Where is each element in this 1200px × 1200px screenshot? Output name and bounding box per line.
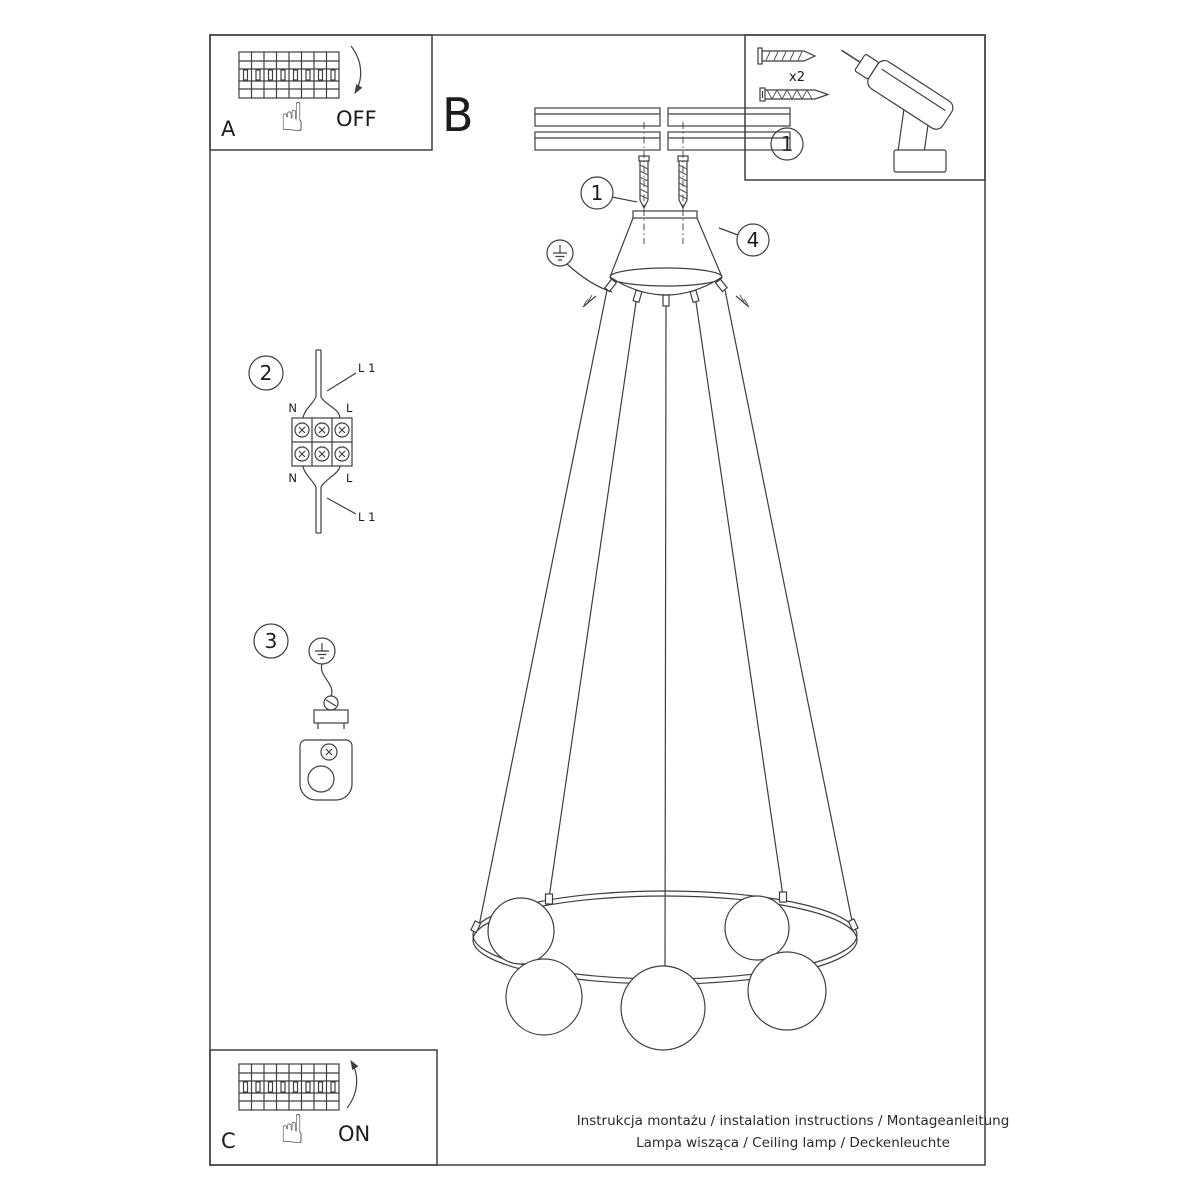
ground-wire — [320, 663, 333, 697]
panel-a-label: A — [221, 117, 236, 141]
glass-ball — [620, 965, 706, 1051]
panel-c-box — [209, 1049, 438, 1166]
canopy — [582, 210, 750, 308]
wire-label-l-bottom: L — [346, 471, 353, 485]
terminal-screw — [294, 422, 350, 462]
callout-4-number: 4 — [747, 228, 760, 252]
glass-ball — [505, 958, 583, 1036]
hand-icon: ☝ — [280, 1107, 304, 1153]
callout-4-badge — [736, 223, 770, 257]
ground-circle-icon — [308, 637, 336, 665]
callout-1-number: 1 — [591, 181, 604, 205]
callout-1-badge — [580, 176, 614, 210]
breaker-panel-icon — [238, 51, 340, 99]
hand-icon: ☝ — [280, 95, 304, 141]
step-2-number: 2 — [260, 361, 273, 385]
main-figure: 1 — [470, 107, 859, 1051]
anchor-qty-label: x2 — [789, 70, 805, 85]
callout-1-leader — [611, 196, 638, 203]
wire-label-l1-bottom: L 1 — [358, 510, 375, 524]
on-arrow-icon — [346, 1059, 359, 1109]
step-3-badge — [253, 623, 289, 659]
panel-a: ☝ OFF A — [209, 34, 433, 151]
cable-glands — [604, 278, 728, 307]
panel-c-label: C — [221, 1129, 236, 1153]
footer-line2: Lampa wisząca / Ceiling lamp / Deckenleu… — [636, 1135, 950, 1151]
wire-label-n-top: N — [288, 401, 297, 415]
ceiling-boards — [534, 107, 791, 151]
wire-leader — [326, 372, 357, 392]
drill-icon — [841, 49, 954, 173]
footer-line1: Instrukcja montażu / instalation instruc… — [577, 1113, 1010, 1129]
panel-c: ☝ ON C — [209, 1049, 438, 1166]
glass-ball — [487, 897, 555, 965]
off-arrow-icon — [350, 45, 363, 95]
breaker-panel-icon — [238, 1063, 340, 1111]
step-2-badge — [248, 355, 284, 391]
power-cable-bottom — [302, 465, 341, 534]
step-3-number: 3 — [265, 629, 278, 653]
wire-label-l1-top: L 1 — [358, 361, 375, 375]
canopy-screw-icon — [735, 294, 750, 308]
glass-balls — [487, 895, 827, 1051]
glass-ball — [724, 895, 790, 961]
panel-a-box — [209, 34, 433, 151]
canopy-screw-icon — [582, 294, 597, 308]
power-cable-top — [302, 349, 341, 419]
wall-plug-icon — [757, 47, 817, 65]
callout-4-leader — [718, 227, 739, 236]
wire-label-n-bottom: N — [288, 471, 297, 485]
suspension-cables — [478, 289, 854, 977]
glass-ball — [747, 951, 827, 1031]
step-b-label: B — [442, 88, 474, 142]
on-label: ON — [338, 1122, 370, 1146]
wire-leader — [326, 497, 357, 515]
off-label: OFF — [336, 107, 377, 131]
screw-icon — [759, 87, 830, 102]
ground-clamp-detail — [299, 695, 353, 801]
ground-symbol-icon — [546, 239, 613, 293]
step-1-number: 1 — [781, 132, 794, 156]
page-border — [209, 34, 986, 1166]
panel-wiring: 2 — [248, 349, 375, 534]
wire-label-l-top: L — [346, 401, 353, 415]
panel-ground: 3 — [253, 623, 353, 801]
step-1-badge — [770, 127, 804, 161]
terminal-block — [291, 417, 353, 467]
